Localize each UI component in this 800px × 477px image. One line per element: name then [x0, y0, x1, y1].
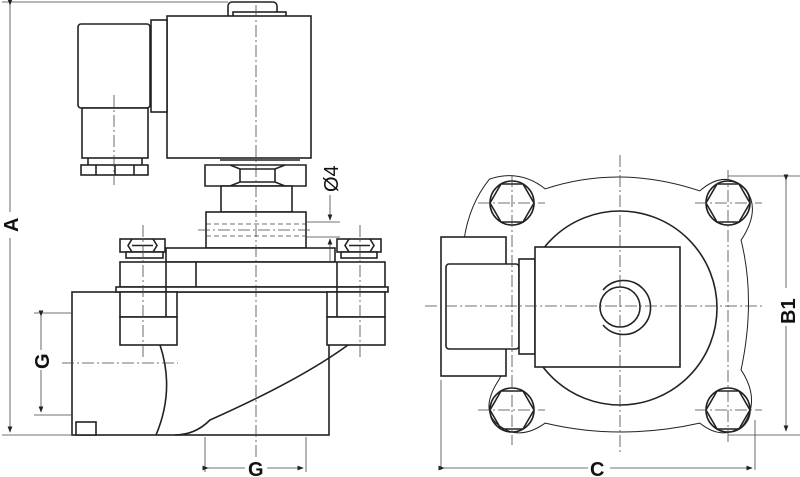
- dim-diameter-label: Ø4: [321, 165, 343, 192]
- dim-g-bottom-label: G: [248, 459, 264, 477]
- stem: [220, 185, 293, 213]
- top-view: [425, 155, 800, 471]
- connector-tab: [150, 19, 168, 113]
- clip-ring: [602, 279, 652, 336]
- hex-nut: [204, 164, 307, 187]
- side-view: [2, 0, 389, 472]
- coil-top: [534, 246, 681, 368]
- dim-b1-label: B1: [778, 298, 800, 324]
- dim-g-left-label: G: [32, 353, 54, 369]
- dim-c-label: C: [590, 459, 604, 477]
- body: [71, 291, 330, 436]
- coil: [166, 15, 312, 159]
- bolt-left: [119, 238, 166, 259]
- bolt-right: [336, 238, 382, 259]
- dim-a-label: A: [1, 218, 23, 232]
- upper-flange: [119, 261, 386, 288]
